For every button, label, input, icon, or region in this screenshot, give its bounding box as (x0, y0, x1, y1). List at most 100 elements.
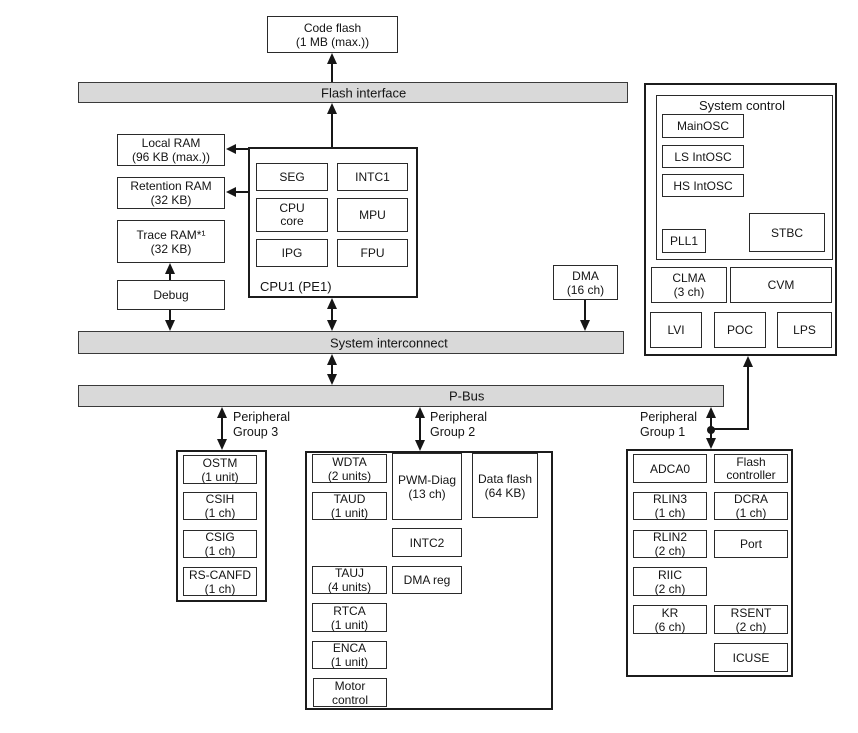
icuse-box: ICUSE (714, 643, 788, 672)
taud-l2: (1 unit) (330, 506, 369, 520)
conn-pbus-g2 (419, 417, 421, 441)
rlin2-box: RLIN2 (2 ch) (633, 530, 707, 558)
motor-control-l1: Motor (334, 678, 366, 693)
pg3-l2: Group 3 (233, 425, 279, 439)
taud-l1: TAUD (333, 492, 366, 506)
rsent-l2: (2 ch) (735, 619, 767, 634)
ostm-l1: OSTM (202, 455, 238, 470)
trace-ram-l1: Trace RAM*¹ (136, 227, 206, 242)
pg2-l2: Group 2 (430, 425, 476, 439)
enca-l2: (1 unit) (330, 655, 369, 669)
peripheral-group3-label: Peripheral Group 3 (233, 410, 290, 440)
arrow-down-cpu-si (327, 320, 337, 331)
arrow-down-debug-si (165, 320, 175, 331)
retention-ram-box: Retention RAM (32 KB) (117, 177, 225, 209)
wdta-l1: WDTA (332, 454, 367, 469)
conn-cpu-si (331, 308, 333, 321)
pwm-diag-l2: (13 ch) (408, 486, 446, 501)
adca0-box: ADCA0 (633, 454, 707, 483)
code-flash-box: Code flash (1 MB (max.)) (267, 16, 398, 53)
conn-debug-si (169, 310, 171, 321)
dma-l1: DMA (572, 268, 599, 283)
conn-cpu-local-ram (235, 148, 248, 150)
rlin2-l1: RLIN2 (652, 530, 687, 544)
data-flash-l2: (64 KB) (484, 485, 526, 500)
dma-l2: (16 ch) (566, 282, 605, 297)
trace-ram-l2: (32 KB) (150, 241, 192, 256)
ostm-l2: (1 unit) (201, 469, 239, 484)
arrow-up-si-pbus (327, 354, 337, 365)
pg3-l1: Peripheral (233, 410, 290, 424)
arrow-up-flash-interface (327, 103, 337, 114)
clma-box: CLMA (3 ch) (651, 267, 727, 303)
kr-l1: KR (661, 605, 679, 620)
rtca-l2: (1 unit) (330, 617, 369, 632)
csig-l1: CSIG (205, 530, 235, 544)
csih-l1: CSIH (205, 492, 235, 506)
tauj-l1: TAUJ (334, 566, 365, 580)
rs-canfd-l2: (1 ch) (204, 581, 236, 596)
pll1-box: PLL1 (662, 229, 706, 253)
rsent-l1: RSENT (730, 605, 772, 620)
data-flash-l1: Data flash (477, 471, 533, 486)
mainosc-box: MainOSC (662, 114, 744, 138)
motor-control-box: Motor control (313, 678, 387, 707)
pg1-l1: Peripheral (640, 410, 697, 424)
intc2-box: INTC2 (392, 528, 462, 557)
dcra-l1: DCRA (733, 492, 768, 506)
trace-ram-box: Trace RAM*¹ (32 KB) (117, 220, 225, 263)
lps-box: LPS (777, 312, 832, 348)
retention-ram-l1: Retention RAM (130, 179, 212, 193)
rsent-box: RSENT (2 ch) (714, 605, 788, 634)
clma-l2: (3 ch) (673, 285, 705, 299)
arrow-up-cpu-si (327, 298, 337, 309)
rlin3-l2: (1 ch) (654, 506, 686, 520)
arrow-down-pbus-g2 (415, 440, 425, 451)
tauj-l2: (4 units) (327, 580, 372, 594)
pg1-l2: Group 1 (640, 425, 686, 439)
dma-box: DMA (16 ch) (553, 265, 618, 300)
conn-branch-vertical (747, 367, 749, 429)
conn-code-flash (331, 63, 333, 82)
dma-reg-box: DMA reg (392, 566, 462, 594)
kr-box: KR (6 ch) (633, 605, 707, 634)
p-bus-label: P-Bus (449, 388, 485, 404)
motor-control-l2: control (331, 692, 369, 707)
ls-intosc-box: LS IntOSC (662, 145, 744, 168)
wdta-box: WDTA (2 units) (312, 454, 387, 483)
conn-si-pbus (331, 364, 333, 375)
lvi-box: LVI (650, 312, 702, 348)
rs-canfd-box: RS-CANFD (1 ch) (183, 567, 257, 596)
local-ram-l2: (96 KB (max.)) (131, 150, 210, 164)
p-bus: P-Bus (78, 385, 724, 407)
stbc-box: STBC (749, 213, 825, 252)
kr-l2: (6 ch) (654, 619, 686, 634)
arrow-up-pbus-g1 (706, 407, 716, 418)
enca-l1: ENCA (332, 641, 367, 655)
arrow-left-retention-ram (226, 187, 236, 197)
conn-debug-trace (169, 273, 171, 280)
conn-pbus-g3 (221, 417, 223, 440)
junction-dot-g1 (707, 426, 715, 434)
tauj-box: TAUJ (4 units) (312, 566, 387, 594)
arrow-left-local-ram (226, 144, 236, 154)
hs-intosc-box: HS IntOSC (662, 174, 744, 197)
cvm-box: CVM (730, 267, 832, 303)
system-interconnect-bus: System interconnect (78, 331, 624, 354)
clma-l1: CLMA (672, 271, 706, 285)
code-flash-l1: Code flash (303, 20, 362, 35)
ostm-box: OSTM (1 unit) (183, 455, 257, 484)
csig-box: CSIG (1 ch) (183, 530, 257, 558)
peripheral-group2-label: Peripheral Group 2 (430, 410, 487, 440)
arrow-up-trace-ram (165, 263, 175, 274)
mpu-box: MPU (337, 198, 408, 232)
cpu1-label: CPU1 (PE1) (260, 279, 332, 294)
cpu-core-l1: CPU (279, 201, 305, 215)
rlin2-l2: (2 ch) (654, 544, 686, 558)
dcra-box: DCRA (1 ch) (714, 492, 788, 520)
ipg-box: IPG (256, 239, 328, 267)
enca-box: ENCA (1 unit) (312, 641, 387, 669)
conn-dma-si (584, 299, 586, 321)
rs-canfd-l1: RS-CANFD (189, 567, 251, 582)
